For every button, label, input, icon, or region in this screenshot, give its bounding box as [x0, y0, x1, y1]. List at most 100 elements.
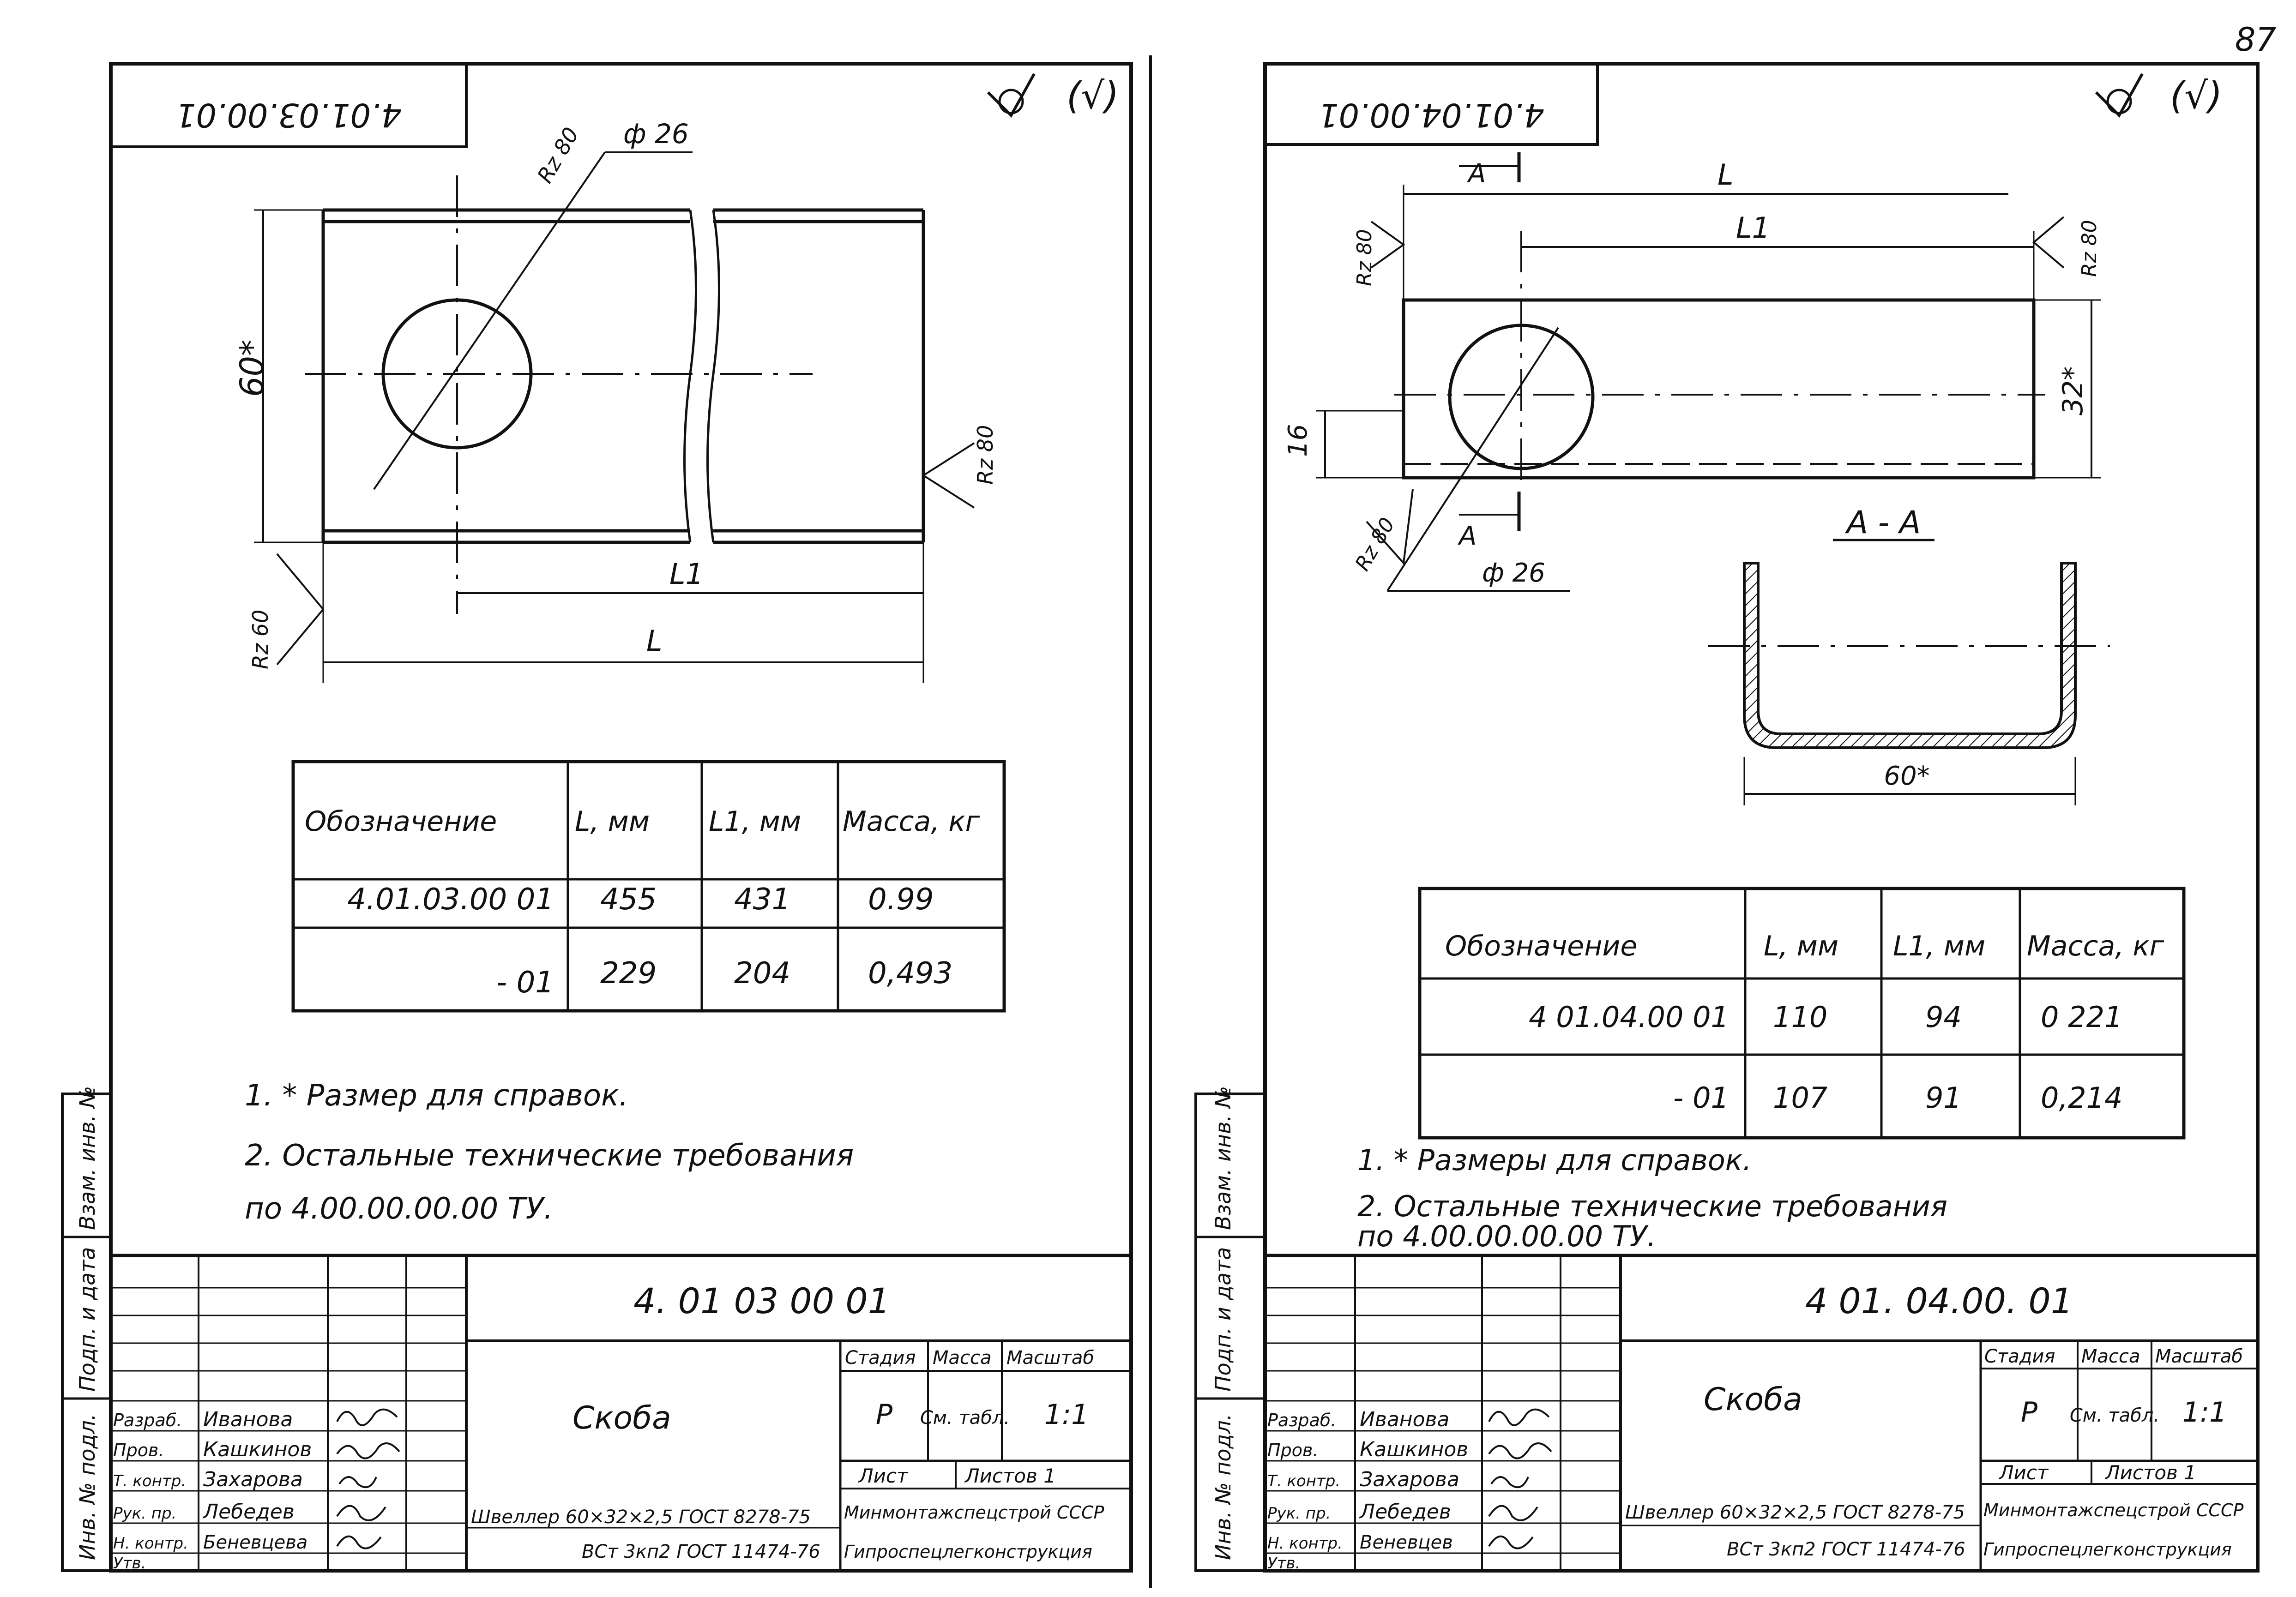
roughness-general-icon: [987, 73, 1036, 118]
person-name: Кашкинов: [203, 1438, 312, 1461]
table-cell: 431: [734, 883, 790, 917]
note-2: 2. Остальные технические требования: [245, 1139, 854, 1173]
table-header: Обозначение: [305, 805, 497, 838]
section-title: А - А: [1845, 504, 1921, 541]
role: Н. контр.: [1267, 1534, 1343, 1553]
mass-header: Масса: [933, 1347, 992, 1369]
sheet-frame: [109, 62, 1133, 1573]
roughness-top-left: Rz 80: [1353, 229, 1376, 286]
table-cell: 91: [1925, 1081, 1962, 1115]
stage-header: Стадия: [845, 1347, 916, 1369]
role: Н. контр.: [113, 1534, 188, 1553]
table-cell: 4 01.04.00 01: [1529, 1000, 1729, 1034]
role: Рук. пр.: [1267, 1504, 1331, 1523]
roughness-mark: (√): [1067, 74, 1119, 117]
role: Утв.: [113, 1554, 146, 1573]
role: Пров.: [113, 1440, 164, 1460]
person-name: Кашкинов: [1360, 1438, 1468, 1461]
section-view: А - А 60*: [1708, 504, 2110, 805]
table-cell: 0 221: [2041, 1000, 2123, 1034]
role: Рук. пр.: [113, 1504, 176, 1523]
roughness-top-right: Rz 80: [2078, 220, 2101, 277]
stamp-code: 4.01.04.00.01: [1318, 96, 1544, 134]
side-strip: [1194, 1093, 1266, 1572]
roughness-general-icon: [2095, 73, 2144, 118]
roughness-hole: Rz 80: [532, 123, 584, 187]
dim-height: 32*: [2057, 366, 2089, 415]
table-cell: 0,493: [868, 956, 952, 991]
table-cell: 0.99: [868, 883, 934, 917]
dim-l1: L1: [669, 557, 704, 591]
table-cell: 107: [1773, 1081, 1827, 1115]
role: Разраб.: [113, 1410, 182, 1430]
table-header: Масса, кг: [2027, 930, 2164, 962]
table-header: L1, мм: [1893, 930, 1985, 962]
signature: [336, 1442, 400, 1459]
side-label-inv: Инв. № подл.: [75, 1414, 100, 1560]
signature: [338, 1476, 377, 1489]
material-1: Швеллер 60×32×2,5 ГОСТ 8278-75: [1625, 1502, 1965, 1523]
side-label-sign: Подп. и дата: [1211, 1247, 1235, 1392]
note-1: 1. * Размер для справок.: [245, 1079, 628, 1113]
stamp-code: 4.01.03.00.01: [175, 96, 402, 134]
table-header: L1, мм: [709, 805, 801, 838]
scale-header: Масштаб: [1006, 1347, 1094, 1369]
table-cell: 4.01.03.00 01: [347, 883, 554, 917]
title-block: 4 01. 04.00. 01 Скоба Стадия Масса Масшт…: [1265, 1254, 2258, 1573]
section-mark: А: [1458, 521, 1476, 551]
dim-width: 60*: [1884, 761, 1929, 791]
role: Т. контр.: [1267, 1472, 1340, 1490]
side-label-replace: Взам. инв. №: [1211, 1086, 1235, 1230]
role: Пров.: [1267, 1440, 1318, 1460]
stage-value: Р: [876, 1399, 893, 1431]
side-strip: [61, 1093, 112, 1572]
signature: [336, 1408, 398, 1426]
signature: [1490, 1476, 1529, 1489]
part-name: Скоба: [1704, 1381, 1802, 1418]
person-name: Иванова: [203, 1408, 293, 1431]
stage-header: Стадия: [1984, 1346, 2055, 1367]
table-header: L, мм: [1764, 930, 1838, 962]
doc-code: 4 01. 04.00. 01: [1805, 1280, 2073, 1321]
part-plan-view: ф 26 Rz 80 60* Rz 80 Rz 60 L1 L: [233, 118, 998, 683]
table-header: Обозначение: [1445, 930, 1637, 962]
dim-hole: ф 26: [623, 118, 689, 150]
signature: [1488, 1442, 1552, 1459]
person-name: Лебедев: [1359, 1500, 1451, 1524]
signature: [1488, 1535, 1534, 1549]
stamp-box: [109, 62, 468, 148]
scale-header: Масштаб: [2155, 1346, 2243, 1367]
table-header: L, мм: [575, 805, 650, 838]
dim-l: L: [1717, 158, 1734, 192]
side-label-inv: Инв. № подл.: [1211, 1414, 1235, 1560]
roughness-left: Rz 60: [248, 610, 273, 669]
mass-value: См. табл.: [920, 1407, 1010, 1429]
spec-table: Обозначение L, мм L1, мм Масса, кг 4 01.…: [1418, 887, 2186, 1140]
page-number: 87: [2235, 21, 2276, 59]
material-2: ВСт 3кп2 ГОСТ 11474-76: [582, 1541, 820, 1562]
person-name: Лебедев: [202, 1500, 295, 1524]
person-name: Веневцев: [1360, 1532, 1453, 1553]
sheet-left: Инв. № подл. Подп. и дата Взам. инв. № 4…: [61, 62, 1133, 1573]
signature: [336, 1535, 382, 1549]
sheet-frame: [1263, 62, 2260, 1573]
stage-value: Р: [2021, 1396, 2038, 1429]
role: Утв.: [1267, 1554, 1300, 1573]
table-cell: 455: [600, 883, 657, 917]
mass-value: См. табл.: [2070, 1405, 2159, 1426]
org-2: Гипроспецлегконструкция: [844, 1542, 1092, 1562]
signature: [1488, 1408, 1550, 1426]
table-cell: 0,214: [2041, 1081, 2123, 1115]
title-block: 4. 01 03 00 01 Скоба Стадия Масса Масшта…: [111, 1254, 1131, 1573]
roughness-right: Rz 80: [973, 425, 998, 485]
org-2: Гипроспецлегконструкция: [1983, 1539, 2232, 1560]
side-label-sign: Подп. и дата: [75, 1247, 100, 1392]
table-cell: 229: [600, 956, 657, 991]
table-cell: 204: [734, 956, 790, 991]
person-name: Захарова: [203, 1468, 303, 1491]
material-2: ВСт 3кп2 ГОСТ 11474-76: [1727, 1539, 1965, 1560]
note-3: по 4.00.00.00.00 ТУ.: [245, 1192, 553, 1226]
table-cell: 94: [1925, 1000, 1962, 1034]
roughness-mark: (√): [2170, 74, 2222, 117]
